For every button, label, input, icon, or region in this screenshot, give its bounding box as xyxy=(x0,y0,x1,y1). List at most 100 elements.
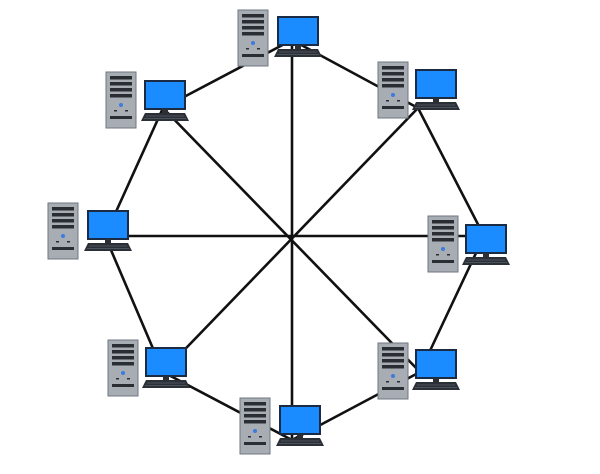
drive-bay xyxy=(432,238,454,242)
monitor-screen xyxy=(277,16,319,46)
drive-bay xyxy=(382,359,404,363)
workstation-icon xyxy=(105,71,189,129)
tower-vent xyxy=(52,247,74,250)
tower-detail xyxy=(116,378,119,380)
tower-detail xyxy=(248,436,251,438)
drive-bay xyxy=(242,20,264,24)
drive-bay xyxy=(244,408,266,412)
keyboard xyxy=(142,380,190,388)
keyboard xyxy=(274,49,322,57)
tower-case xyxy=(107,339,139,397)
drive-bay xyxy=(242,32,264,36)
node-right xyxy=(427,215,510,273)
drive-bay xyxy=(110,94,132,98)
keyboard xyxy=(141,113,189,121)
drive-bay xyxy=(244,420,266,424)
tower-case xyxy=(427,215,459,273)
monitor-stand xyxy=(297,434,303,438)
power-light xyxy=(441,247,445,251)
keyboard xyxy=(412,382,460,390)
power-light xyxy=(121,371,125,375)
power-light xyxy=(251,41,255,45)
keyboard xyxy=(276,438,324,446)
node-top xyxy=(237,9,322,67)
drive-bay xyxy=(432,226,454,230)
drive-bay xyxy=(110,76,132,80)
monitor-stand xyxy=(163,376,169,380)
drive-bay xyxy=(112,362,134,366)
drive-bay xyxy=(110,82,132,86)
tower-vent xyxy=(244,442,266,445)
node-left xyxy=(47,202,132,260)
drive-bay xyxy=(110,88,132,92)
node-top-left xyxy=(105,71,189,129)
tower-vent xyxy=(112,384,134,387)
drive-bay xyxy=(112,350,134,354)
keyboard xyxy=(412,102,460,110)
monitor-stand xyxy=(433,98,439,102)
keyboard xyxy=(84,243,132,251)
node-bottom-left xyxy=(107,339,190,397)
tower-vent xyxy=(382,387,404,390)
tower-case xyxy=(377,61,409,119)
monitor-screen xyxy=(415,349,457,379)
tower-detail xyxy=(114,110,117,112)
drive-bay xyxy=(52,219,74,223)
chord-link xyxy=(161,106,422,374)
node-bottom xyxy=(239,397,324,455)
tower-case xyxy=(105,71,137,129)
power-light xyxy=(61,234,65,238)
power-light xyxy=(253,429,257,433)
monitor-screen xyxy=(465,224,507,254)
tower-detail xyxy=(447,254,450,256)
drive-bay xyxy=(382,353,404,357)
monitor-screen xyxy=(415,69,457,99)
monitor-stand xyxy=(295,45,301,49)
monitor-stand xyxy=(433,378,439,382)
workstation-icon xyxy=(107,339,190,397)
drive-bay xyxy=(382,72,404,76)
monitor-screen xyxy=(144,80,186,110)
drive-bay xyxy=(112,356,134,360)
drive-bay xyxy=(382,365,404,369)
drive-bay xyxy=(382,347,404,351)
tower-detail xyxy=(257,48,260,50)
tower-detail xyxy=(125,110,128,112)
drive-bay xyxy=(382,78,404,82)
monitor-stand xyxy=(483,253,489,257)
tower-detail xyxy=(259,436,262,438)
tower-detail xyxy=(386,100,389,102)
tower-vent xyxy=(432,260,454,263)
tower-detail xyxy=(56,241,59,243)
tower-vent xyxy=(242,54,264,57)
tower-detail xyxy=(436,254,439,256)
power-light xyxy=(391,93,395,97)
tower-detail xyxy=(127,378,130,380)
drive-bay xyxy=(244,402,266,406)
workstation-icon xyxy=(237,9,322,67)
drive-bay xyxy=(382,66,404,70)
drive-bay xyxy=(244,414,266,418)
workstation-icon xyxy=(427,215,510,273)
tower-detail xyxy=(246,48,249,50)
workstation-icon xyxy=(47,202,132,260)
drive-bay xyxy=(112,344,134,348)
tower-detail xyxy=(397,100,400,102)
tower-detail xyxy=(386,381,389,383)
node-top-right xyxy=(377,61,460,119)
tower-detail xyxy=(397,381,400,383)
tower-detail xyxy=(67,241,70,243)
drive-bay xyxy=(432,220,454,224)
tower-vent xyxy=(382,106,404,109)
drive-bay xyxy=(52,213,74,217)
drive-bay xyxy=(242,14,264,18)
workstation-icon xyxy=(377,342,460,400)
drive-bay xyxy=(432,232,454,236)
monitor-screen xyxy=(145,347,187,377)
monitor-screen xyxy=(279,405,321,435)
node-bottom-right xyxy=(377,342,460,400)
drive-bay xyxy=(382,84,404,88)
drive-bay xyxy=(52,225,74,229)
monitor-screen xyxy=(87,210,129,240)
